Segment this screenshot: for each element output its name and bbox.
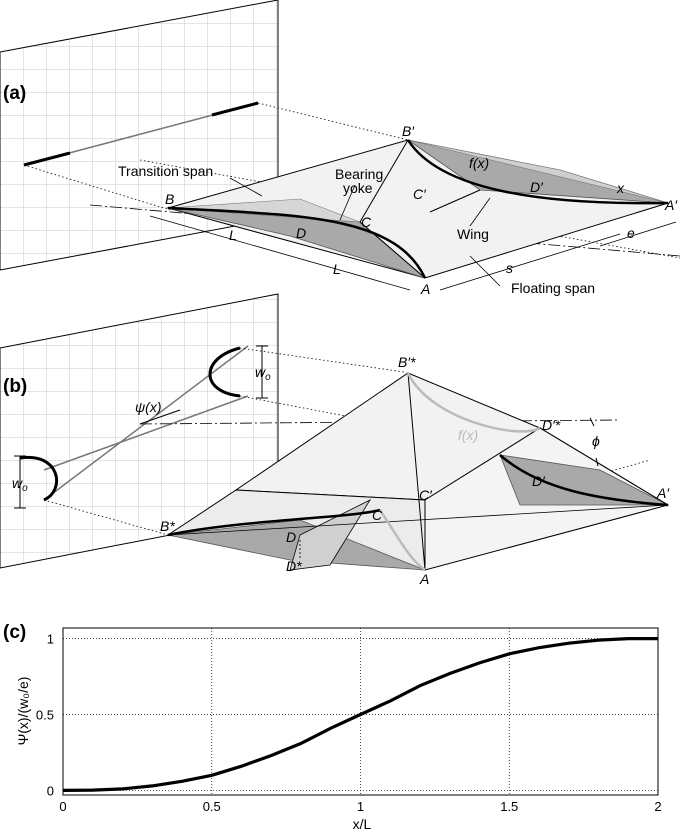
phi-line bbox=[539, 427, 669, 506]
wall-b-curve-top bbox=[208, 346, 241, 398]
label-Dp: D′ bbox=[530, 179, 544, 195]
label-wo-top: wo bbox=[255, 364, 271, 383]
fx-curve-b-ghost2 bbox=[378, 509, 426, 572]
label-C-b: C bbox=[372, 507, 383, 523]
fx-curve-a-left bbox=[167, 206, 427, 279]
label-D: D bbox=[296, 225, 306, 241]
x-tick-label: 0.5 bbox=[203, 799, 221, 814]
label-fx-b: f(x) bbox=[458, 427, 478, 443]
label-Cp: C′ bbox=[413, 186, 427, 202]
panel-c-chart: (c) 0 0.5 1 1.5 2 0 0.5 1 x/L Ψ(x)/(w₀/e) bbox=[3, 622, 662, 832]
leader-wing bbox=[469, 197, 491, 227]
label-phi: ϕ bbox=[592, 433, 600, 449]
phi-arc-2 bbox=[595, 457, 599, 467]
chart-title: (c) bbox=[3, 622, 26, 643]
label-A-b: A bbox=[419, 571, 429, 587]
label-D-b: D bbox=[286, 529, 296, 545]
x-tick-label: 1.5 bbox=[500, 799, 518, 814]
fx-curve-b-right bbox=[499, 454, 669, 507]
panel-a-tag: (a) bbox=[3, 83, 26, 104]
label-Bstar: B* bbox=[160, 518, 175, 534]
proj-a-1 bbox=[23, 164, 171, 211]
phi-arc-1 bbox=[589, 417, 595, 427]
wall-b-line-3 bbox=[139, 409, 181, 425]
label-Bp: B′ bbox=[402, 123, 415, 139]
leader-float bbox=[469, 255, 501, 287]
series-line bbox=[62, 637, 658, 792]
label-psi: ψ(x) bbox=[135, 399, 162, 415]
fx-curve-b-ghost bbox=[406, 372, 541, 433]
label-x: x bbox=[616, 180, 625, 196]
shade-a-right2 bbox=[407, 139, 669, 204]
dim-L-a bbox=[149, 215, 411, 291]
y-tick-label: 0.5 bbox=[36, 708, 54, 723]
yoke-a-b bbox=[359, 139, 409, 223]
leader-yoke bbox=[339, 184, 356, 221]
proj-a-2 bbox=[257, 102, 409, 141]
wall-b-line-2 bbox=[43, 395, 249, 471]
label-Ap-b: A′ bbox=[656, 485, 670, 501]
wall-b-line-1 bbox=[43, 345, 249, 501]
x-tick-label: 0 bbox=[59, 799, 66, 814]
label-A: A bbox=[420, 281, 430, 297]
deck-b-D bbox=[289, 499, 372, 571]
label-B: B bbox=[165, 191, 174, 207]
x-tick-label: 1 bbox=[357, 799, 364, 814]
label-bearing: Bearing bbox=[335, 166, 383, 182]
label-wo-left: wo bbox=[12, 475, 28, 494]
label-s: s bbox=[506, 260, 513, 276]
x-tick-label: 2 bbox=[654, 799, 661, 814]
axis-ticks: 0 0.5 1 1.5 2 0 0.5 1 bbox=[36, 632, 662, 814]
y-axis-label: Ψ(x)/(w₀/e) bbox=[15, 677, 31, 746]
label-yoke: yoke bbox=[343, 180, 373, 196]
y-tick-label: 1 bbox=[47, 632, 54, 647]
yoke-a-c bbox=[429, 189, 481, 213]
label-Dstar: D* bbox=[286, 558, 302, 574]
label-Cp-b: C′ bbox=[419, 487, 433, 503]
label-L1: L bbox=[229, 227, 237, 243]
wall-profile-a-left bbox=[23, 151, 71, 167]
leader-transition bbox=[229, 177, 263, 197]
panel-b: (b) wo wo ψ(x) B* B′* C C′ D D* D′ D′* A… bbox=[0, 293, 670, 587]
panel-b-tag: (b) bbox=[3, 376, 27, 397]
dim-e-a bbox=[599, 221, 677, 247]
proj-a-3 bbox=[139, 159, 681, 259]
label-Ap: A′ bbox=[664, 197, 678, 213]
label-C: C bbox=[361, 214, 372, 230]
label-Dp-b: D′ bbox=[532, 473, 546, 489]
label-e: e bbox=[627, 225, 635, 241]
label-floating-span: Floating span bbox=[511, 280, 595, 296]
deck-b-line bbox=[407, 372, 426, 571]
grid-lines bbox=[63, 628, 658, 795]
label-L2: L bbox=[333, 261, 341, 277]
fx-curve-a-right bbox=[406, 139, 669, 205]
wall-profile-a-right bbox=[211, 101, 259, 117]
dim-s-a bbox=[439, 233, 621, 291]
proj-b-3 bbox=[43, 499, 169, 536]
fx-curve-b-left bbox=[167, 508, 381, 537]
x-axis-label: x/L bbox=[353, 816, 372, 832]
y-tick-label: 0 bbox=[47, 783, 54, 798]
label-Dpstar: D′* bbox=[542, 417, 561, 433]
panel-a: (a) Transition span Bearing yoke Wing Fl… bbox=[0, 0, 681, 297]
shade-a-left2 bbox=[167, 198, 361, 223]
label-Bpstar: B′* bbox=[398, 354, 416, 370]
label-transition-span: Transition span bbox=[118, 163, 213, 179]
wall-b-curve-left bbox=[19, 455, 59, 502]
deck-b-line2 bbox=[167, 504, 669, 536]
label-fx-a: f(x) bbox=[469, 155, 489, 171]
label-wing: Wing bbox=[457, 226, 489, 242]
